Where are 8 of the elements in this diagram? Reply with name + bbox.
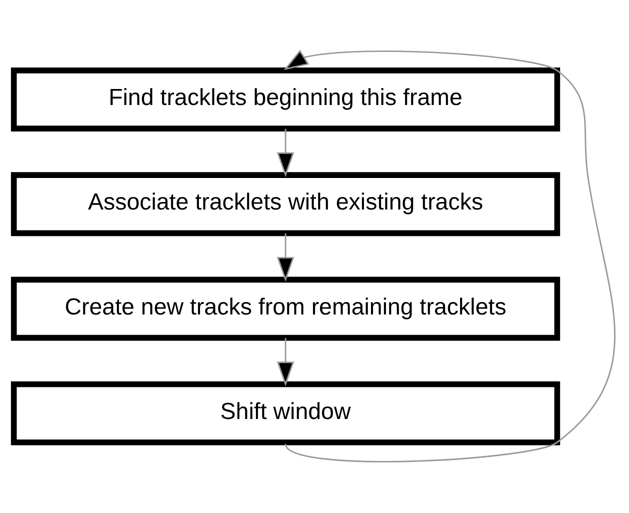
node-box: Associate tracklets with existing tracks bbox=[10, 172, 560, 236]
arrow bbox=[276, 128, 294, 178]
node-box: Find tracklets beginning this frame bbox=[10, 68, 560, 132]
arrow bbox=[276, 338, 294, 386]
node-box: Create new tracks from remaining tracklets bbox=[10, 276, 560, 341]
arrow bbox=[284, 50, 616, 462]
arrow bbox=[276, 233, 294, 282]
node-box: Shift window bbox=[10, 381, 560, 446]
